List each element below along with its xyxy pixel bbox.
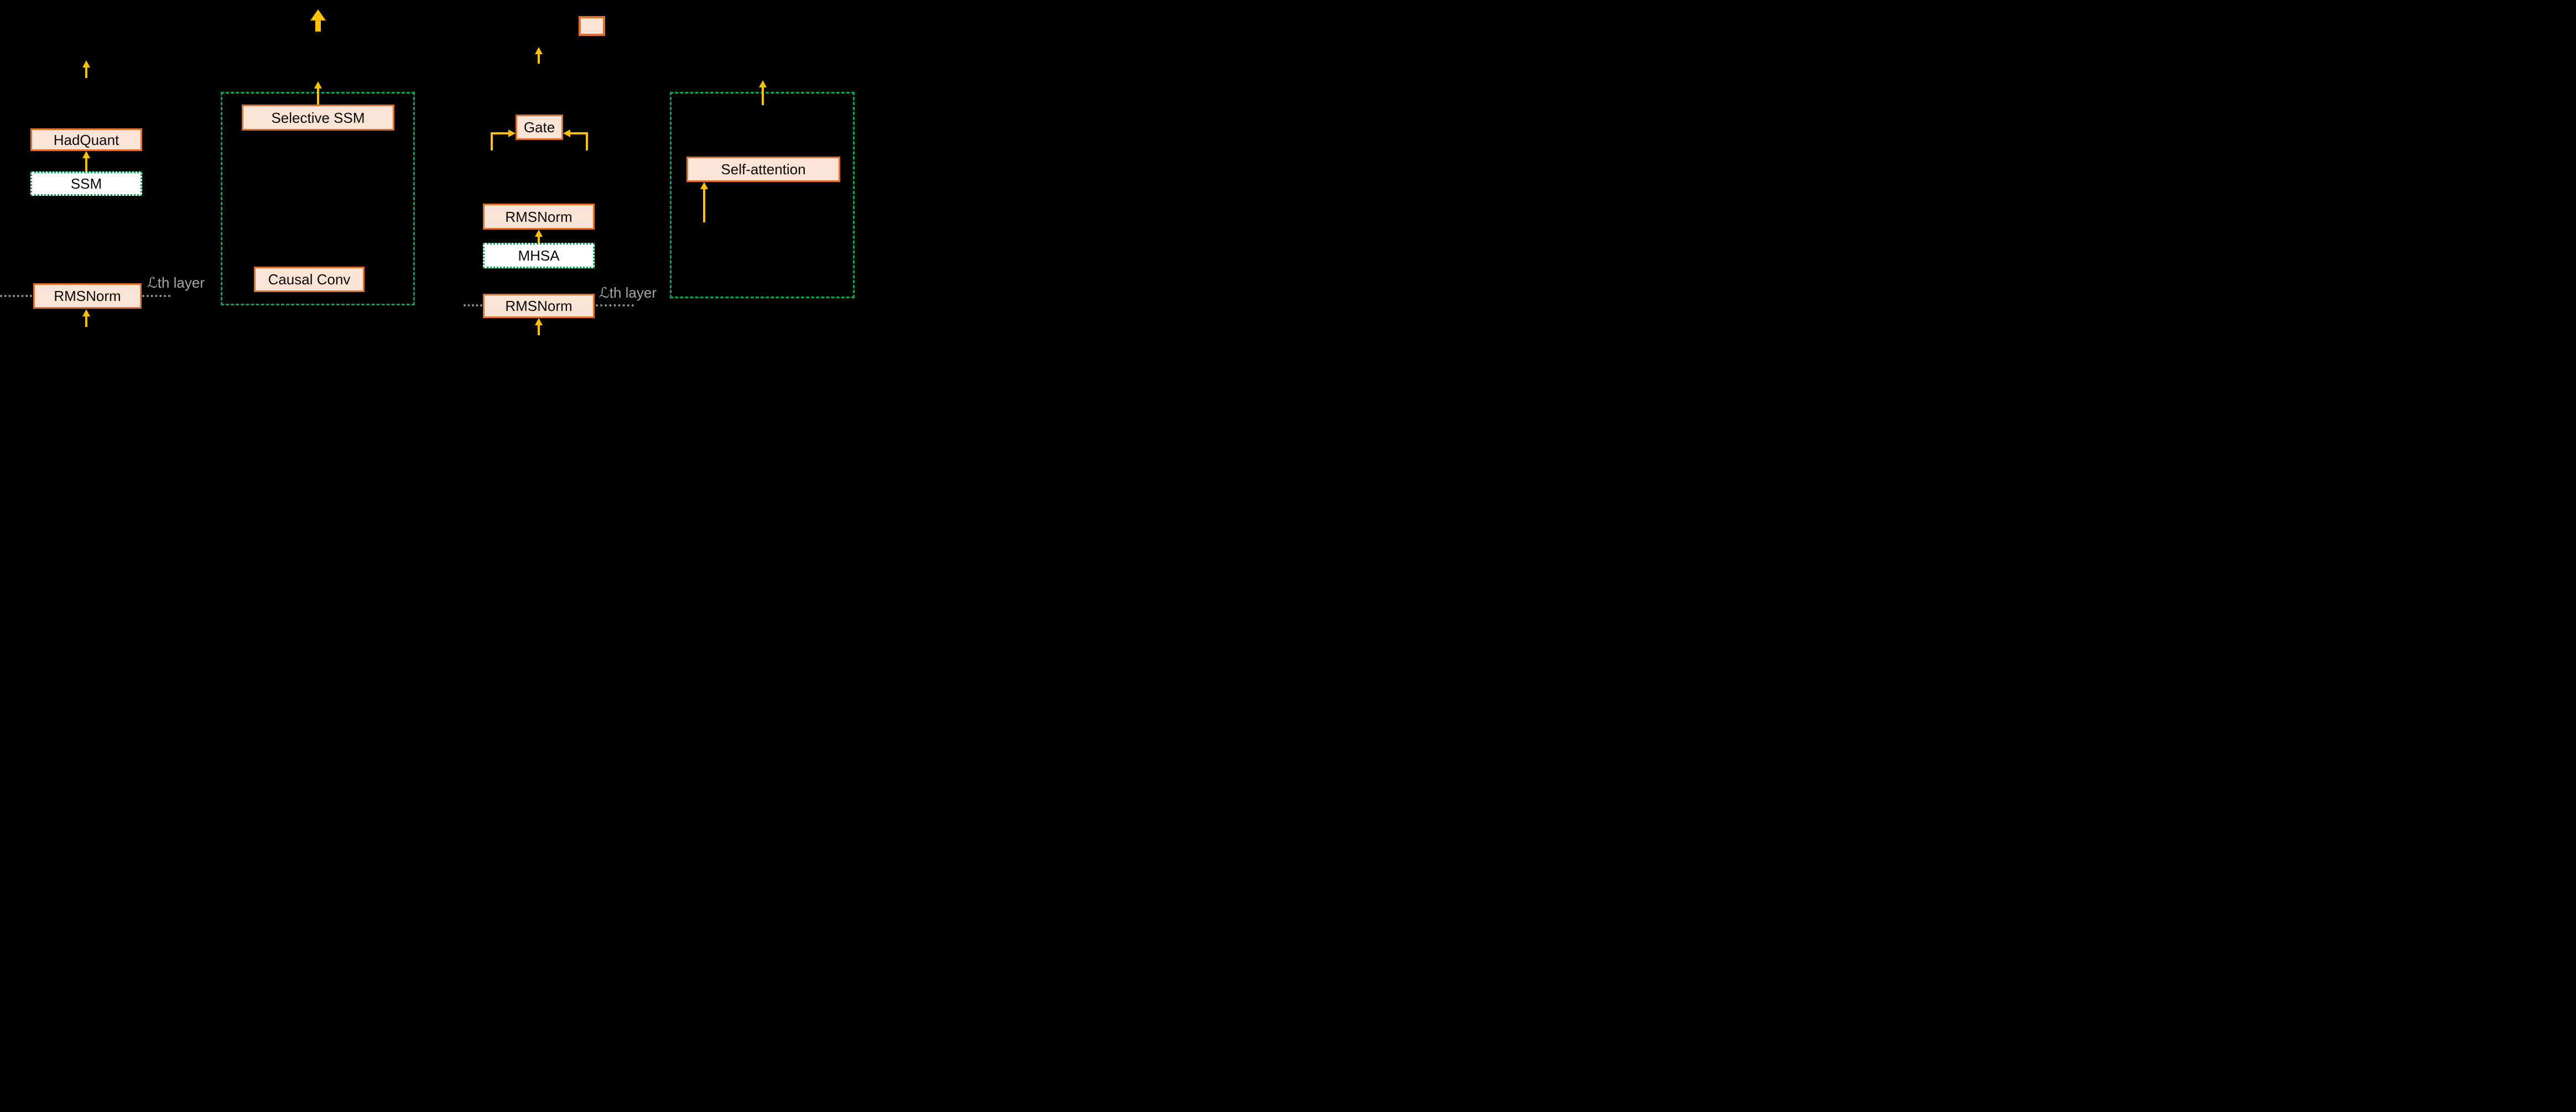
arrow-shaft [570, 132, 588, 134]
arrow-shaft [703, 188, 705, 222]
architecture-diagram: HadQuant SSM RMSNorm ℒth layer Selective… [0, 0, 867, 375]
arrow-shaft [317, 87, 319, 105]
gate-label: Gate [523, 119, 555, 136]
layer-boundary-dotted-line [596, 304, 634, 306]
up-arrow-icon [310, 9, 326, 20]
arrow-shaft [538, 236, 540, 243]
up-arrow-icon [535, 47, 543, 54]
gate-box: Gate [516, 115, 563, 140]
left-arrow-icon [563, 129, 570, 137]
rmsnorm-box-left: RMSNorm [33, 283, 142, 309]
attention-dashed-box [670, 92, 855, 298]
rmsnorm-label: RMSNorm [505, 208, 573, 225]
causal-conv-box: Causal Conv [254, 267, 365, 292]
layer-label-right: ℒth layer [599, 284, 657, 301]
up-arrow-icon [82, 309, 90, 316]
rmsnorm-label: RMSNorm [505, 298, 573, 314]
arrow-shaft [315, 19, 321, 32]
up-arrow-icon [82, 151, 90, 158]
up-arrow-icon [314, 81, 322, 89]
ssm-box: SSM [30, 172, 142, 196]
hadquant-label: HadQuant [53, 131, 119, 148]
arrow-shaft [491, 134, 493, 150]
rmsnorm-box-mid-top: RMSNorm [483, 204, 595, 230]
self-attention-label: Self-attention [721, 161, 806, 178]
rmsnorm-box-mid-bottom: RMSNorm [483, 294, 595, 318]
arrow-shaft [762, 86, 764, 105]
up-arrow-icon [535, 318, 543, 325]
arrow-shaft [491, 132, 509, 134]
right-arrow-icon [508, 129, 516, 137]
mhsa-label: MHSA [518, 247, 560, 264]
selective-ssm-label: Selective SSM [271, 109, 365, 126]
self-attention-box: Self-attention [686, 157, 840, 182]
arrow-shaft [85, 66, 87, 78]
legend-quantized-swatch [579, 16, 605, 36]
up-arrow-icon [700, 182, 708, 189]
rmsnorm-label: RMSNorm [54, 288, 121, 304]
selective-ssm-box: Selective SSM [242, 105, 394, 131]
ssm-label: SSM [70, 175, 102, 192]
up-arrow-icon [535, 230, 543, 237]
arrow-shaft [538, 324, 540, 335]
up-arrow-icon [759, 80, 767, 87]
arrow-shaft [85, 315, 87, 327]
arrow-shaft [85, 157, 87, 172]
hadquant-box: HadQuant [30, 128, 142, 151]
layer-label-left: ℒth layer [147, 274, 205, 291]
layer-boundary-dotted-line [142, 295, 170, 297]
layer-boundary-dotted-line [464, 304, 482, 306]
mhsa-box: MHSA [483, 243, 595, 268]
layer-boundary-dotted-line [0, 295, 32, 297]
up-arrow-icon [82, 60, 90, 67]
causal-conv-label: Causal Conv [268, 271, 351, 288]
arrow-shaft [538, 53, 540, 64]
arrow-shaft [586, 134, 588, 150]
